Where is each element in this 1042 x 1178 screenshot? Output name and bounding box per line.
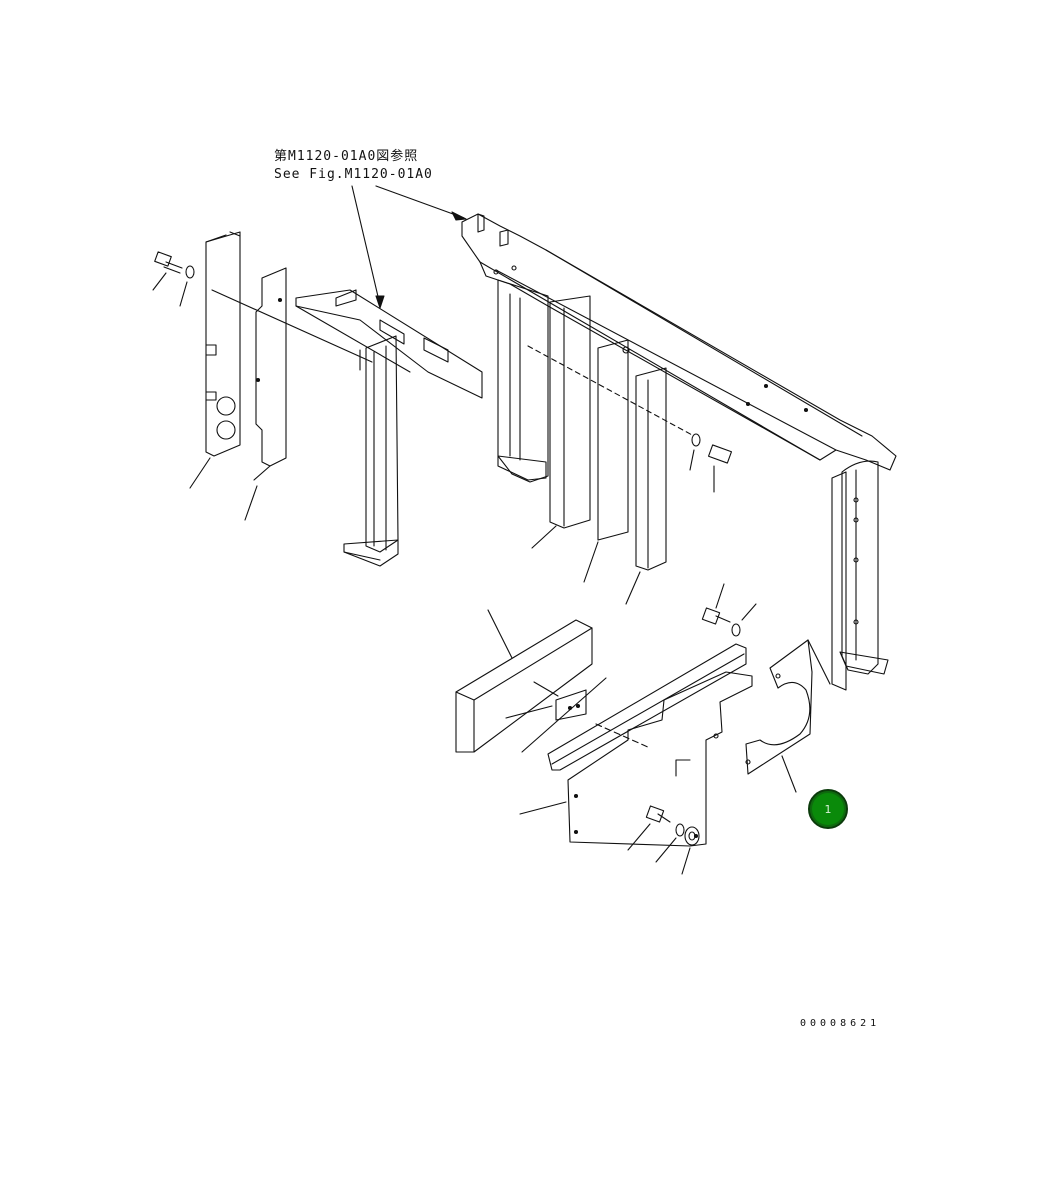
left-plate — [212, 268, 372, 520]
reference-note: 第M1120-01A0図参照 See Fig.M1120-01A0 — [274, 148, 433, 184]
washer-bottom — [656, 824, 684, 862]
cushion-block — [456, 610, 592, 752]
callout-label: 1 — [824, 802, 832, 816]
part-callout-button[interactable]: 1 — [808, 789, 848, 829]
side-plate — [746, 640, 830, 792]
left-cover-bar — [190, 232, 240, 488]
washer-lower — [732, 604, 756, 636]
main-frame — [462, 214, 896, 470]
reference-note-en: See Fig.M1120-01A0 — [274, 167, 433, 182]
lower-plate — [520, 644, 752, 846]
washer-right-top — [690, 434, 700, 470]
frame-uprights — [498, 280, 694, 604]
rubber-strip — [506, 678, 606, 752]
nut-bottom — [682, 827, 699, 874]
bolt-left-top — [153, 252, 182, 290]
reference-arrows — [352, 186, 466, 308]
reference-note-ja: 第M1120-01A0図参照 — [274, 149, 419, 164]
end-column — [832, 461, 888, 690]
bolt-right-top — [709, 445, 732, 492]
left-column-assembly — [296, 290, 482, 566]
drawing-number: 00008621 — [800, 1018, 881, 1029]
bolt-bottom — [628, 806, 670, 850]
bolt-lower — [702, 584, 730, 624]
washer-left-top — [180, 266, 194, 306]
